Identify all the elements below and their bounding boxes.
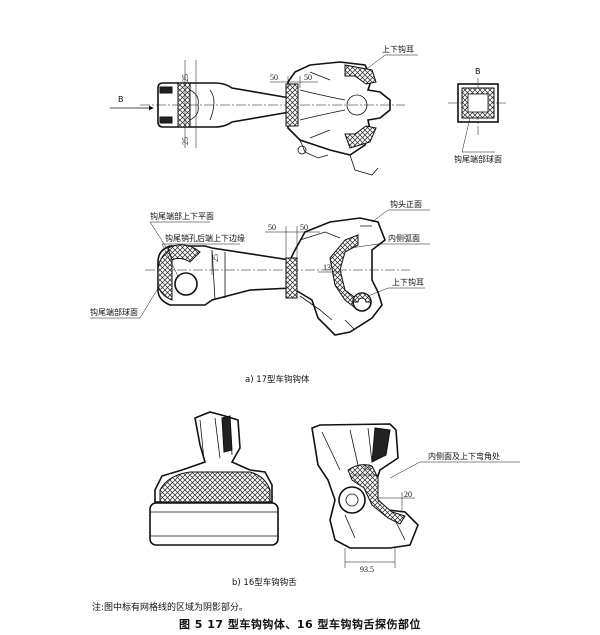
label-top-bottom-plane: 钩尾端部上下平面 bbox=[150, 211, 214, 221]
hatched-neck-top bbox=[285, 83, 299, 127]
knuckle-right-view: 13 20 93.5 内侧面及上下弯角处 bbox=[311, 423, 520, 574]
dim-93-5-knuckle: 93.5 bbox=[360, 565, 374, 574]
label-ear-top: 上下钩耳 bbox=[382, 44, 414, 54]
label-head-front: 钩头正面 bbox=[390, 199, 422, 209]
dim-13-side: 13 bbox=[323, 263, 331, 272]
dim-25-top: 25 bbox=[181, 74, 190, 82]
dim-50-right-top: 50 bbox=[304, 73, 312, 82]
coupler-body-top-view: 25 25 50 50 B 上下钩耳 bbox=[110, 44, 418, 176]
arrow-b-label: B bbox=[118, 95, 124, 104]
hatched-ear-bottom bbox=[344, 125, 377, 149]
label-pin-hole-edge: 钩尾销孔后端上下边缘 bbox=[165, 233, 245, 243]
caption-a: a) 17型车钩钩体 bbox=[245, 374, 310, 385]
coupler-body-side-view: 50 50 25 13 钩尾端部上下平面 钩尾销孔后端上下边缘 钩头正面 内侧弧… bbox=[90, 199, 430, 336]
knuckle-left-view bbox=[149, 411, 279, 546]
hatched-ear-side bbox=[352, 292, 372, 303]
section-b-view: B 钩尾端部球面 bbox=[448, 67, 508, 164]
label-sphere-side: 钩尾端部球面 bbox=[90, 307, 138, 317]
dim-50-left-top: 50 bbox=[270, 73, 278, 82]
dim-13-knuckle: 13 bbox=[363, 463, 371, 472]
section-b-label: B bbox=[475, 67, 481, 76]
label-inner-corner: 内侧面及上下弯角处 bbox=[428, 451, 500, 461]
dim-50-left-side: 50 bbox=[268, 223, 276, 232]
dim-20-knuckle: 20 bbox=[404, 490, 412, 499]
hatched-tail-end-top bbox=[177, 82, 191, 128]
label-ear-side: 上下钩耳 bbox=[392, 277, 424, 287]
hatched-knuckle-side bbox=[159, 471, 271, 503]
hatched-ear-top bbox=[344, 64, 377, 85]
caption-b: b) 16型车钩钩舌 bbox=[232, 577, 297, 588]
figure-title: 图 5 17 型车钩钩体、16 型车钩钩舌探伤部位 bbox=[178, 618, 422, 631]
dim-25-side: 25 bbox=[211, 254, 220, 262]
label-inner-arc: 内侧弧面 bbox=[388, 233, 420, 243]
figure-note: 注:图中标有网格线的区域为阴影部分。 bbox=[92, 603, 249, 613]
dim-25-bottom: 25 bbox=[181, 137, 190, 145]
dim-50-right-side: 50 bbox=[300, 223, 308, 232]
label-sphere-b: 钩尾端部球面 bbox=[454, 154, 502, 164]
hatched-inner-arc bbox=[329, 234, 359, 312]
hatched-knuckle-inner bbox=[347, 464, 406, 525]
hatched-neck-side bbox=[285, 257, 298, 299]
hatched-tail-end-side bbox=[157, 247, 173, 301]
hatched-tail-top-plane bbox=[167, 244, 201, 263]
